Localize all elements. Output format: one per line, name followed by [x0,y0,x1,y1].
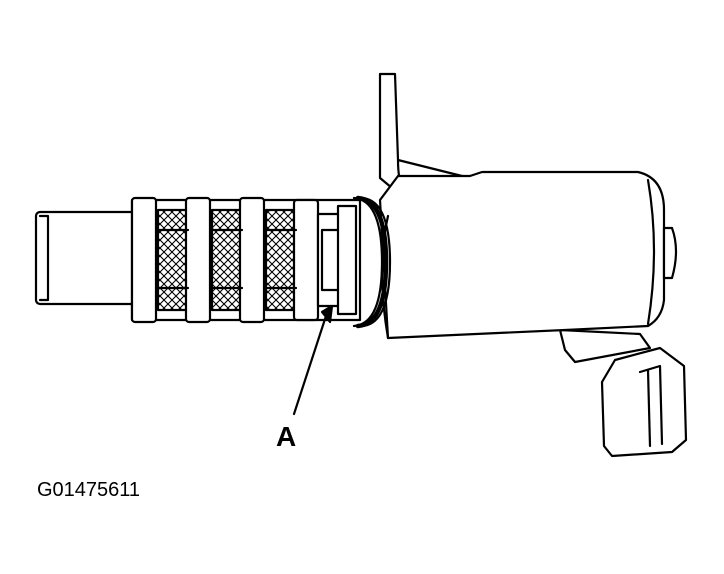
filter-screen-3 [264,208,298,312]
plunger-tip [34,210,142,306]
end-cap [662,226,678,280]
figure-id: G01475611 [37,479,141,501]
filter-screen-2 [210,208,244,312]
callout-label-a: A [276,421,297,452]
filter-screen-1 [156,208,190,312]
spool [130,196,362,324]
solenoid-body [378,170,666,340]
callout-arrow [292,304,334,416]
electrical-connector [558,328,688,458]
o-ring [352,195,392,329]
